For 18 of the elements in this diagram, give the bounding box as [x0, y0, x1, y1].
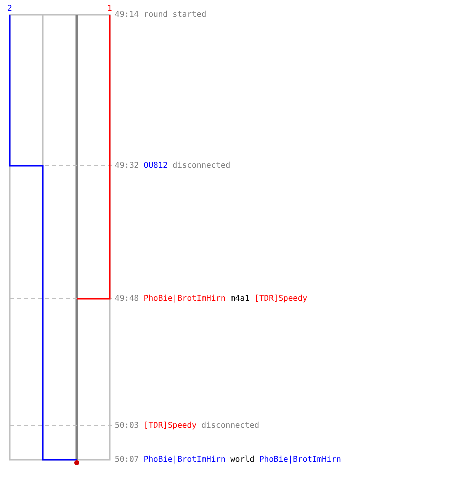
player-name: [TDR]Speedy [254, 294, 308, 303]
weapon-name: m4a1 [230, 294, 250, 303]
player-name: PhoBie|BrotImHirn [144, 294, 226, 303]
player-name: [TDR]Speedy [144, 421, 197, 430]
weapon-name: world [230, 455, 255, 464]
timestamp: 50:07 [115, 455, 140, 464]
team-number: 2 [8, 4, 12, 14]
timestamp: 49:32 [115, 161, 140, 170]
player-name: OU812 [144, 161, 168, 170]
timestamp: 49:14 [115, 10, 140, 19]
event-text: round started [144, 10, 207, 19]
timestamp: 50:03 [115, 421, 140, 430]
timestamp: 49:48 [115, 294, 140, 303]
player-name: PhoBie|BrotImHirn [259, 455, 342, 464]
event-text: disconnected [202, 421, 260, 430]
player-name: PhoBie|BrotImHirn [144, 455, 226, 464]
event-text: disconnected [172, 161, 231, 170]
team-number: 1 [108, 4, 112, 14]
